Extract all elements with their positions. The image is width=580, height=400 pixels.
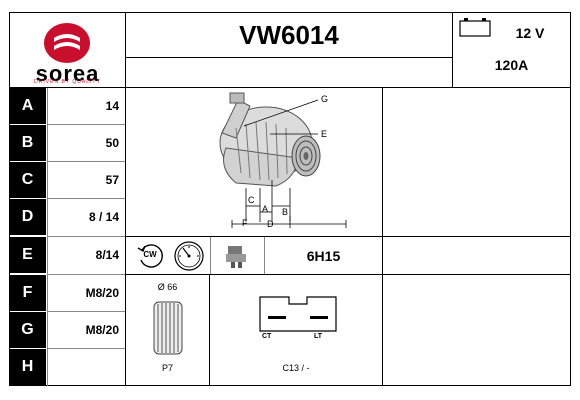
- diagram-label-g: G: [321, 94, 329, 104]
- connector-label-ct: CT: [262, 333, 272, 340]
- row-sep: [47, 161, 125, 162]
- pulley-icon: [150, 298, 186, 358]
- row-sep: [47, 124, 125, 125]
- row-sep: [47, 274, 125, 275]
- row-value-a: 14: [105, 99, 119, 113]
- row-value-f: M8/20: [85, 286, 119, 300]
- row-letter-a: A: [9, 88, 46, 124]
- row-value-h: [47, 349, 123, 385]
- row-letter-h: H: [9, 349, 46, 385]
- alternator-icon: [219, 92, 347, 228]
- diagram-label-f: F: [242, 218, 248, 228]
- brand-name: sorea: [35, 61, 100, 86]
- part-number: VW6014: [239, 19, 339, 50]
- connector-code: C13 / -: [282, 363, 310, 373]
- col-divider-1: [125, 12, 126, 386]
- connector-label-lt: LT: [314, 333, 323, 340]
- diagram-label-b: B: [282, 207, 289, 217]
- diagram-label-d: D: [267, 219, 274, 229]
- col-divider-bottom: [209, 274, 210, 386]
- row-value-b: 50: [105, 136, 119, 150]
- sorea-emblem-icon: [44, 23, 90, 63]
- voltage-value: 12 V: [515, 25, 545, 41]
- connector-icon: [259, 296, 337, 332]
- row-letter-c: C: [9, 162, 46, 198]
- col-divider-header: [452, 12, 453, 87]
- belt-code: 6H15: [306, 247, 341, 264]
- brand-tagline: DRIVEN BY QUALITY: [34, 79, 101, 85]
- amperage-value: 120A: [494, 57, 529, 73]
- row-sep: [47, 198, 125, 199]
- clockwise-rotation-icon: CW: [136, 242, 164, 270]
- row-letter-g: G: [9, 312, 46, 348]
- regulator-icon: [222, 242, 250, 270]
- frame-bottom: [9, 385, 571, 386]
- row-letter-f: F: [9, 275, 46, 311]
- pulley-diameter: Ø 66: [157, 282, 178, 292]
- row-divider-title: [125, 57, 452, 58]
- pulley-type: P7: [161, 363, 173, 373]
- diagram-label-a: A: [262, 204, 269, 214]
- brand-logo: sorea DRIVEN BY QUALITY: [10, 13, 125, 87]
- gauge-icon: [173, 240, 205, 272]
- row-value-g: M8/20: [85, 323, 119, 337]
- row-value-d: 8 / 14: [88, 210, 119, 224]
- frame-top: [9, 12, 571, 13]
- row-value-c: 57: [105, 173, 119, 187]
- battery-icon: [459, 16, 491, 38]
- row-divider-header: [9, 87, 571, 88]
- diagram-label-c: C: [248, 195, 255, 205]
- diagram-label-e: E: [321, 129, 328, 139]
- spec-sep: [264, 237, 265, 274]
- row-divider-specs: [125, 274, 571, 275]
- row-letter-b: B: [9, 125, 46, 161]
- rotation-label: CW: [143, 250, 157, 259]
- row-letter-e: E: [9, 237, 46, 273]
- row-sep: [47, 348, 125, 349]
- row-divider-diagram: [125, 236, 571, 237]
- alternator-diagram: G E C A B F D: [126, 88, 382, 236]
- row-value-e: 8/14: [95, 248, 119, 262]
- row-letter-d: D: [9, 199, 46, 235]
- row-sep: [47, 311, 125, 312]
- row-sep: [47, 236, 125, 237]
- frame-right: [570, 12, 571, 386]
- spec-sep: [210, 237, 211, 274]
